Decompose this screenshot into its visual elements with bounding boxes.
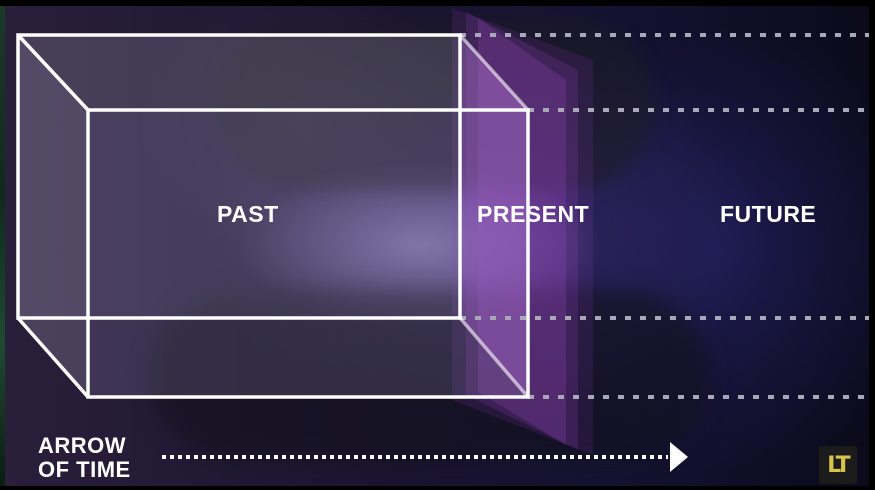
past-box-wireframe <box>16 33 530 399</box>
lt-logo: LT <box>819 446 857 484</box>
arrow-of-time-label: ARROW OF TIME <box>38 434 131 482</box>
present-slab-1 <box>460 35 528 397</box>
box-edge-br <box>458 316 530 399</box>
present-slab-4 <box>452 8 593 455</box>
box-edge-tr <box>458 33 530 112</box>
label-present: PRESENT <box>477 201 590 227</box>
right-border <box>869 0 875 490</box>
box-edge-tl <box>16 33 90 112</box>
label-past: PAST <box>217 201 279 227</box>
past-box-faces <box>18 35 528 397</box>
arrow-of-time <box>162 442 688 472</box>
box-front-face <box>86 108 530 399</box>
arrow-head-icon <box>670 442 688 472</box>
left-edge-strip <box>0 0 5 490</box>
top-border <box>0 0 875 6</box>
future-guides <box>460 33 870 399</box>
present-slab-2 <box>478 18 566 445</box>
label-future: FUTURE <box>720 201 817 227</box>
logo-text: LT <box>827 452 850 478</box>
bottom-border <box>0 486 875 490</box>
present-slabs <box>452 8 593 455</box>
background-shadow-top <box>215 20 655 190</box>
arrow-label-line1: ARROW <box>38 433 127 458</box>
arrow-label-line2: OF TIME <box>38 457 131 482</box>
present-slab-3 <box>466 12 578 450</box>
box-edge-bl <box>16 316 90 399</box>
box-back-face <box>16 33 462 320</box>
